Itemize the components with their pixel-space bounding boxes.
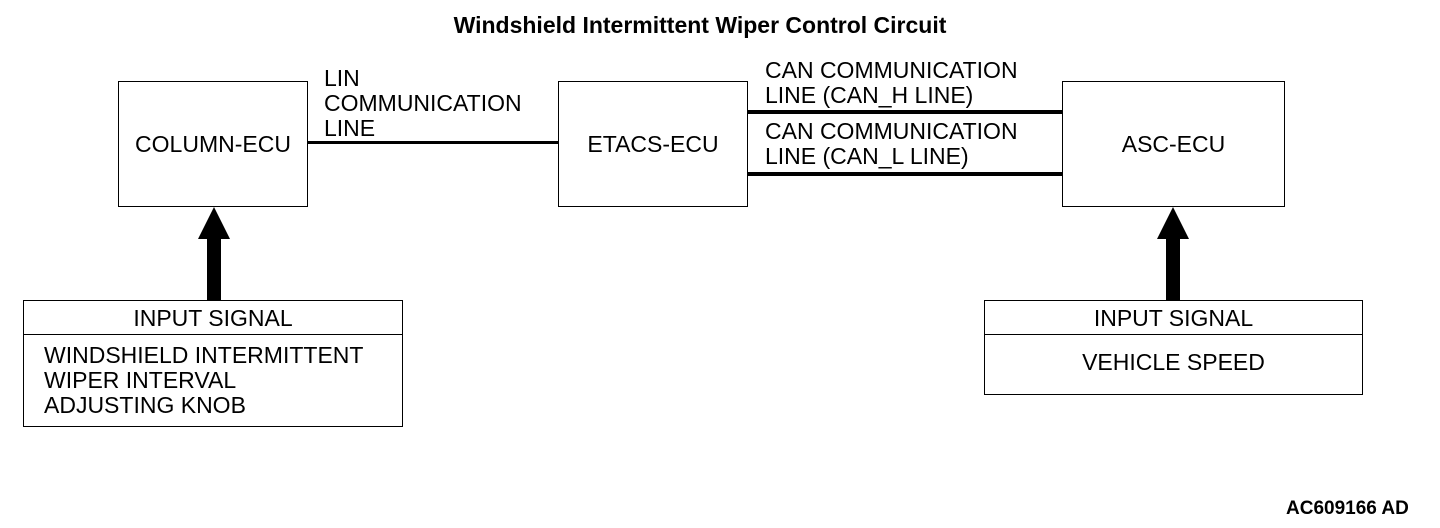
right-input-signal-line-1: VEHICLE SPEED [1082, 349, 1265, 375]
lin-line-label-2: COMMUNICATION [324, 90, 522, 116]
column-ecu-block: COLUMN-ECU [118, 81, 308, 207]
right-input-signal-box: INPUT SIGNAL VEHICLE SPEED [984, 300, 1363, 395]
can-l-communication-line [748, 172, 1062, 176]
asc-ecu-label: ASC-ECU [1121, 130, 1226, 157]
etacs-ecu-label: ETACS-ECU [587, 130, 719, 157]
right-input-signal-header: INPUT SIGNAL [985, 301, 1362, 335]
lin-line-label-3: LINE [324, 115, 376, 141]
left-input-signal-body: WINDSHIELD INTERMITTENT WIPER INTERVAL A… [24, 335, 402, 418]
lin-line-label: LIN COMMUNICATION LINE [324, 66, 522, 141]
left-input-signal-line-3: ADJUSTING KNOB [44, 392, 246, 418]
lin-line-label-1: LIN [324, 65, 360, 91]
asc-ecu-block: ASC-ECU [1062, 81, 1285, 207]
column-ecu-label: COLUMN-ECU [135, 130, 291, 157]
etacs-ecu-block: ETACS-ECU [558, 81, 748, 207]
can-h-communication-line [748, 110, 1062, 114]
figure-reference: AC609166 AD [1286, 498, 1409, 519]
right-input-signal-body: VEHICLE SPEED [985, 335, 1362, 375]
left-input-signal-line-2: WIPER INTERVAL [44, 367, 237, 393]
right-input-arrow-icon [1157, 207, 1189, 301]
can-h-line-label-2: LINE (CAN_H LINE) [765, 82, 974, 108]
left-input-signal-box: INPUT SIGNAL WINDSHIELD INTERMITTENT WIP… [23, 300, 403, 427]
can-h-line-label: CAN COMMUNICATION LINE (CAN_H LINE) [765, 58, 1018, 108]
can-l-line-label-2: LINE (CAN_L LINE) [765, 143, 969, 169]
left-input-arrow-icon [198, 207, 230, 301]
left-input-signal-line-1: WINDSHIELD INTERMITTENT [44, 342, 364, 368]
can-l-line-label-1: CAN COMMUNICATION [765, 118, 1018, 144]
lin-communication-line [308, 141, 558, 144]
diagram-title: Windshield Intermittent Wiper Control Ci… [453, 12, 947, 38]
can-l-line-label: CAN COMMUNICATION LINE (CAN_L LINE) [765, 119, 1018, 169]
left-input-signal-header: INPUT SIGNAL [24, 301, 402, 335]
can-h-line-label-1: CAN COMMUNICATION [765, 57, 1018, 83]
